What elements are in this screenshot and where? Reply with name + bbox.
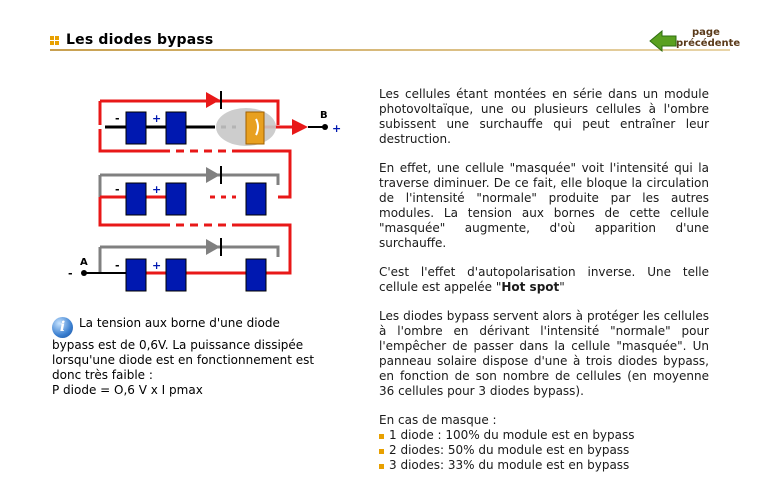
info-text: La tension aux borne d'une diode bypass …: [52, 316, 315, 382]
p3-text: C'est l'effet d'autopolarisation inverse…: [379, 265, 709, 294]
page-title: Les diodes bypass: [66, 32, 214, 48]
hot-spot-term: Hot spot: [501, 280, 560, 294]
cell-minus-label: -: [115, 112, 120, 125]
cell-r2-2: [165, 182, 187, 216]
row3-bypass-path: [98, 245, 280, 273]
cell-plus-label: +: [152, 112, 161, 125]
cell-minus-label-3: -: [115, 259, 120, 272]
prev-label-line2: précédente: [676, 38, 741, 49]
row3-string: [81, 270, 246, 276]
row-link-2: [100, 223, 292, 275]
cell-r3-3: [245, 258, 267, 292]
paragraph-1: Les cellules étant montées en série dans…: [379, 87, 709, 146]
row-link-1: [98, 129, 292, 199]
terminal-minus-label: -: [68, 267, 73, 280]
info-formula: P diode = O,6 V x I pmax: [52, 383, 203, 397]
page-header: Les diodes bypass: [50, 30, 730, 51]
terminal-plus-label: +: [332, 122, 341, 135]
paragraph-2: En effet, une cellule "masquée" voit l'i…: [379, 161, 709, 250]
mask-cases-list: 1 diode : 100% du module est en bypass 2…: [379, 428, 709, 473]
row2-bypass-path: [98, 173, 280, 197]
list-title: En cas de masque :: [379, 413, 497, 427]
cell-r2-1: [125, 182, 147, 216]
cell-r3-1: [125, 258, 147, 292]
cell-r1-1: [125, 111, 147, 145]
cell-r1-2: [165, 111, 187, 145]
prev-label-line1: page: [692, 27, 720, 38]
bypass-diagram: - + B + - +: [68, 91, 341, 292]
bypass-diode-gray-icon-2: [206, 238, 222, 256]
back-arrow-icon: [649, 30, 677, 52]
previous-page-link[interactable]: page précédente: [648, 27, 740, 52]
bypass-diode-red-icon: [206, 91, 222, 109]
cell-plus-label-3: +: [152, 259, 161, 272]
cell-minus-label-2: -: [115, 183, 120, 196]
bullet-squares-icon: [50, 36, 60, 46]
header-divider: [50, 49, 730, 51]
shaded-cell: [245, 111, 265, 145]
cell-plus-label-2: +: [152, 183, 161, 196]
list-item: 2 diodes: 50% du module est en bypass: [379, 443, 709, 458]
bypass-diode-gray-icon-1: [206, 166, 222, 184]
paragraph-4: Les diodes bypass servent alors à protég…: [379, 309, 709, 398]
p3-end: ": [559, 280, 565, 294]
cell-r2-3: [245, 182, 267, 216]
info-icon: i: [52, 317, 73, 338]
cell-r3-2: [165, 258, 187, 292]
list-item: 1 diode : 100% du module est en bypass: [379, 428, 709, 443]
row1-bypass-path: [98, 99, 280, 125]
paragraph-3: C'est l'effet d'autopolarisation inverse…: [379, 265, 709, 295]
terminal-a-label: A: [80, 257, 88, 268]
content-column: Les cellules étant montées en série dans…: [379, 87, 709, 473]
terminal-b-label: B: [320, 110, 328, 121]
list-item: 3 diodes: 33% du module est en bypass: [379, 458, 709, 473]
